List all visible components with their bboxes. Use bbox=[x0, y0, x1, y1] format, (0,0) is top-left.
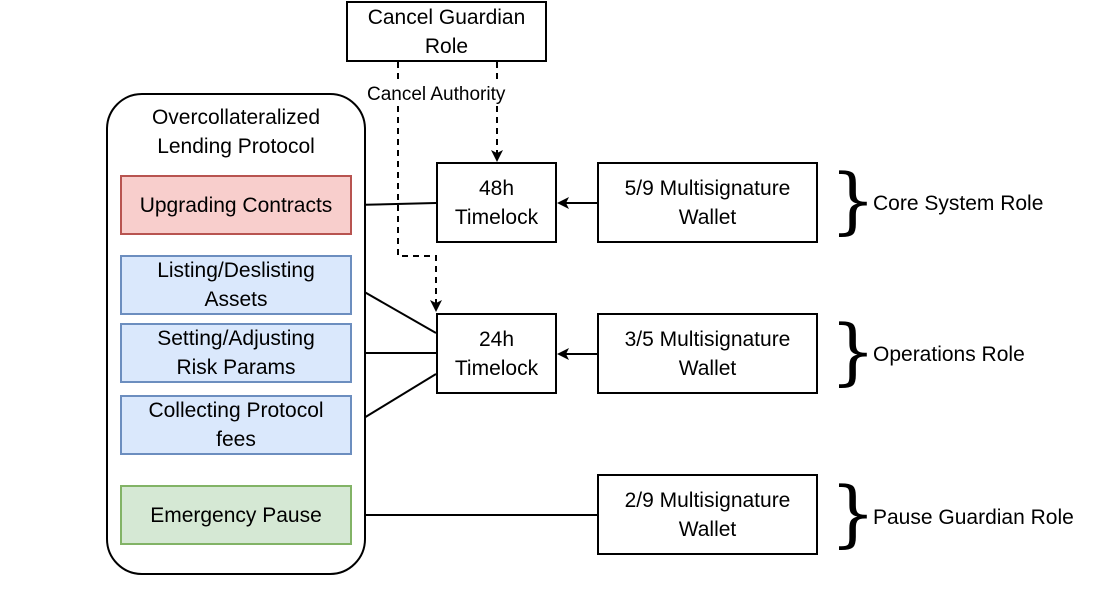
cancel-authority-label: Cancel Authority bbox=[365, 84, 508, 106]
cancel-guardian-role-box: Cancel Guardian Role bbox=[346, 1, 547, 62]
timelock-48h-box: 48h Timelock bbox=[436, 162, 557, 243]
wallet-2-9-box: 2/9 Multisignature Wallet bbox=[597, 474, 818, 555]
24h-to-fees-edge bbox=[352, 373, 437, 426]
risk-params-box: Setting/Adjusting Risk Params bbox=[120, 323, 352, 383]
wallet-3-5-box: 3/5 Multisignature Wallet bbox=[597, 313, 818, 394]
core-system-role-label: Core System Role bbox=[873, 192, 1044, 215]
operations-role-label: Operations Role bbox=[873, 343, 1025, 366]
wallet-5-9-box: 5/9 Multisignature Wallet bbox=[597, 162, 818, 243]
timelock-24h-box: 24h Timelock bbox=[436, 313, 557, 394]
core-brace-icon: } bbox=[830, 158, 876, 242]
cancel-to-24h-edge bbox=[397, 62, 442, 312]
operations-brace-icon: } bbox=[830, 309, 876, 393]
emergency-pause-box: Emergency Pause bbox=[120, 485, 352, 545]
pause-brace-icon: } bbox=[830, 471, 876, 555]
listing-assets-box: Listing/Deslisting Assets bbox=[120, 255, 352, 315]
protocol-title: Overcollateralized Lending Protocol bbox=[151, 106, 321, 158]
upgrading-contracts-box: Upgrading Contracts bbox=[120, 175, 352, 235]
24h-to-listing-edge bbox=[352, 285, 437, 334]
48h-to-upgrading-edge bbox=[352, 198, 437, 211]
pause-guardian-role-label: Pause Guardian Role bbox=[873, 506, 1074, 529]
protocol-fees-box: Collecting Protocol fees bbox=[120, 395, 352, 455]
